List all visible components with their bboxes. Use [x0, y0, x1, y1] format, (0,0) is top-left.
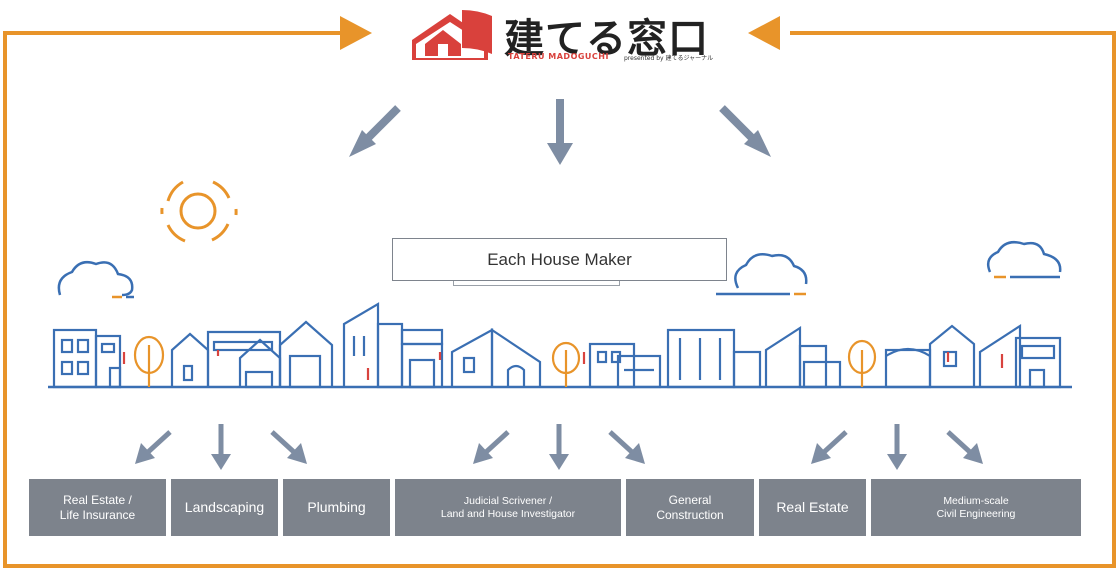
- left-orange-arrowhead: [340, 16, 372, 50]
- category-plumbing: Plumbing: [283, 479, 390, 536]
- house-maker-box-shadow: [453, 281, 620, 286]
- category-judicial-scrivener: Judicial Scrivener / Land and House Inve…: [395, 479, 621, 536]
- town-red-accents: [122, 350, 1004, 380]
- category-landscaping: Landscaping: [171, 479, 278, 536]
- logo-icon: [412, 10, 492, 60]
- category-label: Plumbing: [307, 499, 366, 516]
- cloud-center-icon: [716, 253, 808, 296]
- category-label: Landscaping: [184, 499, 265, 516]
- category-real-estate-life-insurance: Real Estate / Life Insurance: [29, 479, 166, 536]
- house-maker-box: Each House Maker: [392, 238, 727, 281]
- top-arrow-center: [547, 99, 573, 165]
- right-orange-arrowhead: [748, 16, 780, 50]
- logo-subtitle: TATERU MADOGUCHI: [508, 52, 609, 61]
- bottom-arrows-right-group: [811, 424, 983, 470]
- category-label: Real Estate: [776, 499, 849, 516]
- category-label: Medium-scale Civil Engineering: [936, 494, 1016, 520]
- category-label: Judicial Scrivener / Land and House Inve…: [440, 494, 576, 520]
- category-general-construction: General Construction: [626, 479, 754, 536]
- left-loop-line: [3, 31, 1116, 568]
- top-arrow-right: [719, 105, 771, 157]
- logo-title: 建てる窓口: [504, 16, 709, 62]
- category-medium-scale-civil-engineering: Medium-scale Civil Engineering: [871, 479, 1081, 536]
- logo-presented-by: presented by 建てるジャーナル: [624, 55, 714, 62]
- cloud-left-icon: [57, 261, 134, 299]
- cloud-right-icon: [987, 241, 1062, 279]
- category-real-estate: Real Estate: [759, 479, 866, 536]
- town-skyline: [48, 302, 1072, 389]
- bottom-arrows-center-group: [473, 424, 645, 470]
- bottom-arrows-left-group: [135, 424, 307, 470]
- house-maker-label: Each House Maker: [487, 249, 632, 269]
- category-label: General Construction: [656, 493, 724, 522]
- sun-icon: [160, 180, 238, 243]
- category-label: Real Estate / Life Insurance: [59, 493, 136, 522]
- top-arrow-left: [349, 105, 401, 157]
